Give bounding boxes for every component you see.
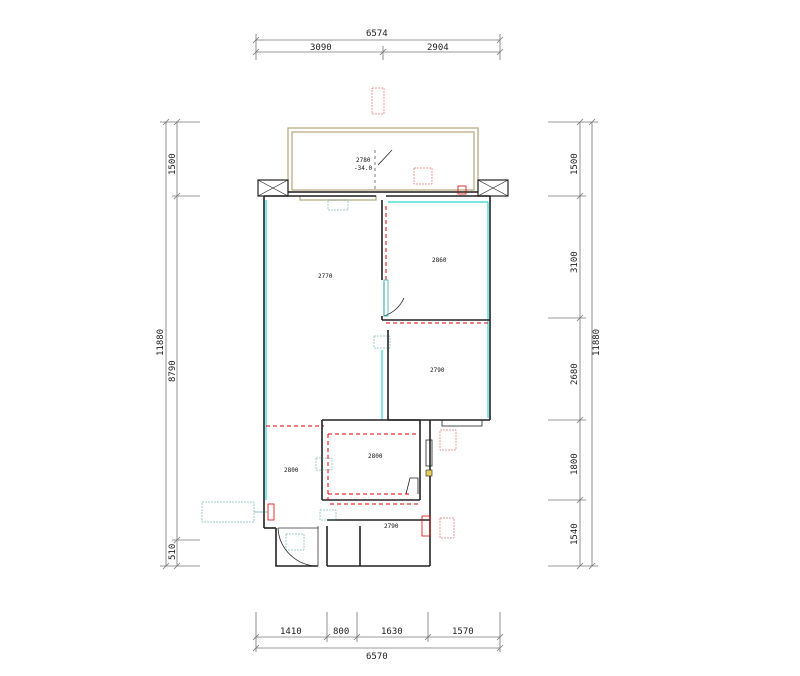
dim-right-total: 11880 (592, 329, 602, 356)
dim-right-seg-1: 1500 (570, 153, 580, 175)
right-dimensions: 1500 3100 2680 1800 1540 11880 (548, 118, 602, 570)
living-room: 2770 (266, 273, 333, 427)
dim-bottom-seg-1: 1410 (280, 627, 302, 637)
outer-walls (263, 195, 491, 567)
dim-bottom-seg-4: 1570 (452, 627, 474, 637)
dim-right-seg-4: 1800 (570, 453, 580, 475)
living-height: 2770 (318, 273, 333, 280)
annotation-marks (201, 87, 457, 551)
balcony-level: -34.0 (354, 165, 372, 172)
balcony: 2780 -34.0 (257, 127, 509, 201)
hall-height: 2800 (284, 467, 299, 474)
bedroom-2: 2790 (387, 330, 483, 427)
dim-left-bottom: 510 (168, 544, 178, 560)
kitchen-height: 2800 (368, 453, 383, 460)
dim-top-right: 2904 (427, 43, 449, 53)
dim-left-upper: 1500 (168, 153, 178, 175)
dim-right-seg-3: 2680 (570, 363, 580, 385)
dim-bottom-seg-3: 1630 (381, 627, 403, 637)
column-right (477, 179, 509, 197)
window-kitchen (425, 439, 433, 477)
left-dimensions: 11880 1500 8790 510 (156, 118, 200, 570)
kitchen: 2800 (321, 419, 421, 501)
bath-height: 2790 (384, 523, 399, 530)
dim-left-total: 11880 (156, 329, 166, 356)
bedroom2-height: 2790 (430, 367, 445, 374)
balcony-height: 2780 (356, 157, 371, 164)
bottom-dimensions: 1410 800 1630 1570 6570 (252, 612, 504, 662)
dim-right-seg-5: 1540 (570, 523, 580, 545)
bath-area: 2790 (326, 503, 431, 566)
top-dimensions: 6574 3090 2904 (252, 29, 504, 60)
bedroom1-height: 2860 (432, 257, 447, 264)
inner-boundaries (265, 200, 489, 500)
bedroom-1: 2860 (381, 200, 490, 324)
dim-bottom-seg-2: 800 (333, 627, 349, 637)
dim-right-seg-2: 3100 (570, 251, 580, 273)
dim-bottom-total: 6570 (366, 652, 388, 662)
dim-left-lower: 8790 (168, 360, 178, 382)
dim-top-left: 3090 (310, 43, 332, 53)
dim-top-total: 6574 (366, 29, 388, 39)
